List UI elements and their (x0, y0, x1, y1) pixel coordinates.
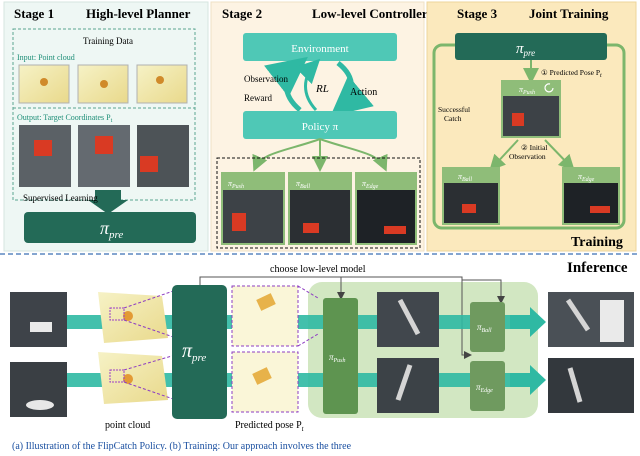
inference-pi-push (323, 298, 358, 414)
step1-label: ① Predicted Pose Pt (541, 68, 602, 79)
reset-icon (544, 83, 554, 93)
stage3-ball-tile: πBall (442, 167, 500, 225)
point-cloud-caption: point cloud (105, 420, 150, 431)
choose-model-label: choose low-level model (270, 264, 366, 275)
target-coordinate-images (19, 125, 189, 187)
stage3-push-label: πPush (519, 85, 535, 96)
stage3-edge-tile: πEdge (562, 167, 620, 225)
stage1-title: High-level Planner (86, 6, 191, 21)
inference-title: Inference (567, 260, 628, 276)
figure-caption: (a) Illustration of the FlipCatch Policy… (12, 441, 352, 451)
stage2-panel: Stage 2 Low-level Controller Environment… (210, 1, 428, 252)
stage2-heading: Stage 2 (222, 6, 262, 21)
inference-pi-ball (470, 302, 505, 352)
predicted-pose-caption: Predicted pose Pt (235, 420, 305, 433)
stage1-panel: Stage 1 High-level Planner Training Data… (3, 1, 209, 252)
output-label: Output: Target Coordinates Pt (17, 113, 113, 124)
result-image-bottom (548, 358, 634, 413)
policy-to-edge-arrow (319, 138, 388, 172)
action-arrow (330, 61, 374, 117)
edge-tile-label: πEdge (362, 179, 379, 190)
successful-catch-line2: Catch (444, 114, 462, 123)
stage3-push-tile: πPush (501, 80, 561, 138)
stage3-edge-label: πEdge (578, 172, 595, 183)
reward-arrow (294, 58, 321, 112)
environment-label: Environment (291, 43, 348, 55)
inference-section: Inference choose low-level model (10, 260, 634, 433)
action-label: Action (350, 87, 377, 98)
stage1-down-arrow (88, 190, 128, 214)
supervised-label: Supervised Learning (23, 193, 98, 203)
observation-label: Observation (244, 74, 288, 84)
predicted-pose-top (231, 285, 299, 347)
successful-catch-line1: Successful (438, 105, 470, 114)
inference-pi-pre-label: πpre (182, 340, 206, 364)
step2-line2: Observation (509, 152, 546, 161)
stage3-pi-pre-label: πpre (516, 41, 535, 58)
stage1-heading: Stage 1 (14, 6, 54, 21)
scene-image-top (10, 292, 67, 347)
flow-arrowhead-bottom (530, 365, 546, 395)
training-data-label: Training Data (83, 36, 133, 46)
policy-label: Policy π (302, 121, 339, 133)
pointcloud-thumbnails (18, 64, 188, 104)
subpolicy-tile-ball: πBall (288, 172, 352, 245)
predicted-pose-bottom (231, 351, 299, 413)
ball-tile-label: πBall (296, 179, 310, 190)
input-label: Input: Point cloud (17, 53, 75, 62)
point-cloud-top (98, 292, 168, 343)
stage3-pi-pre-block (455, 33, 607, 60)
training-label: Training (571, 235, 623, 250)
push-tile-label: πPush (228, 179, 244, 190)
stage3-heading: Stage 3 (457, 6, 498, 21)
step2-line1: ② Initial (521, 143, 548, 152)
flow-arrowhead-top (530, 307, 546, 337)
inference-pi-edge (470, 361, 505, 411)
subpolicy-box (216, 157, 421, 249)
rl-label: RL (315, 83, 329, 95)
subpolicy-tile-edge: πEdge (355, 172, 417, 245)
pointcloud-thumb-3 (136, 64, 188, 104)
stage1-data-box (12, 28, 196, 201)
to-ball-arrow (489, 139, 519, 171)
pi-pre-label: πpre (100, 218, 123, 241)
stage3-ball-label: πBall (458, 172, 472, 183)
target-image-2 (78, 125, 130, 187)
choose-route-line (199, 276, 463, 302)
stage2-title: Low-level Controller (312, 6, 428, 21)
to-edge-arrow (544, 139, 575, 171)
policy-to-push-arrow (252, 138, 321, 172)
choose-ball-arrow (461, 277, 505, 304)
stage3-panel: Stage 3 Joint Training πpre ① Predicted … (426, 1, 637, 252)
pi-pre-block (24, 212, 196, 243)
policy-box (243, 111, 397, 139)
inference-pi-pre (172, 285, 227, 419)
stage3-title: Joint Training (529, 6, 609, 21)
reward-label: Reward (244, 93, 272, 103)
subpolicy-tile-push: πPush (221, 172, 285, 245)
environment-box (243, 33, 397, 61)
